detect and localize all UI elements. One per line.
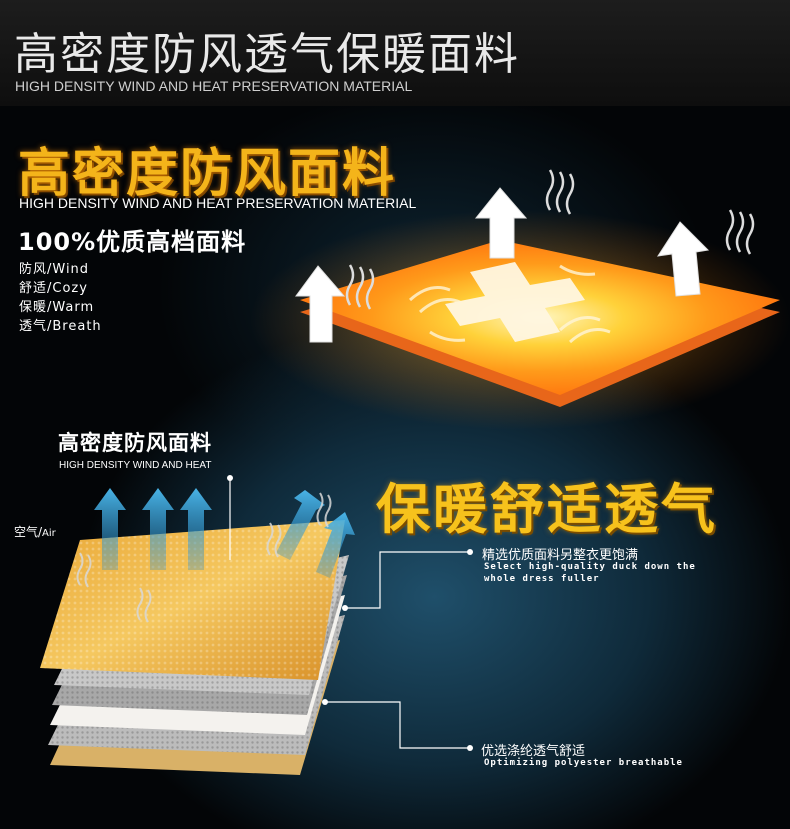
up-arrow-icon	[295, 187, 710, 343]
heat-wave-icon	[76, 492, 332, 623]
air-label-en: Air	[42, 528, 56, 539]
up-arrow-icon	[276, 490, 325, 560]
heat-wave-icon	[345, 169, 755, 310]
feature-breath: 透气/Breath	[19, 319, 102, 334]
note1-en-line2: whole dress fuller	[484, 574, 600, 584]
feature-warm: 保暖/Warm	[19, 300, 95, 315]
header-banner: 高密度防风透气保暖面料 HIGH DENSITY WIND AND HEAT P…	[0, 0, 790, 106]
up-arrow-icon	[94, 488, 126, 570]
air-flow-arrows	[94, 488, 355, 578]
section2-headline: 保暖舒适透气	[376, 478, 718, 541]
header-title-en: HIGH DENSITY WIND AND HEAT PRESERVATION …	[15, 78, 413, 94]
up-arrow-icon	[316, 512, 355, 578]
heat-wave-icon	[408, 264, 611, 344]
section2-subtitle-en: HIGH DENSITY WIND AND HEAT	[59, 460, 212, 471]
callout-lines	[229, 478, 470, 749]
cross-arrow-icon	[445, 262, 585, 342]
heated-pad	[250, 210, 790, 430]
note1-en-line1: Select high-quality duck down the	[484, 562, 696, 572]
note1-cn: 精选优质面料另整衣更饱满	[482, 548, 639, 563]
note2-en: Optimizing polyester breathable	[484, 758, 683, 768]
air-label: 空气/Air	[14, 523, 56, 540]
feature-wind: 防风/Wind	[19, 262, 90, 277]
section2-title: 高密度防风面料	[58, 431, 212, 455]
section1-subtitle-en: HIGH DENSITY WIND AND HEAT PRESERVATION …	[19, 195, 417, 211]
up-arrow-icon	[180, 488, 212, 570]
air-label-cn: 空气/	[14, 525, 43, 539]
header-title-cn: 高密度防风透气保暖面料	[14, 29, 520, 80]
up-arrow-icon	[142, 488, 174, 570]
fabric-layers	[40, 520, 349, 775]
note2-cn: 优选涤纶透气舒适	[481, 744, 586, 759]
section1-tagline: 100%优质高档面料	[18, 228, 247, 256]
section1-title: 高密度防风面料	[18, 144, 397, 204]
feature-cozy: 舒适/Cozy	[19, 281, 88, 296]
